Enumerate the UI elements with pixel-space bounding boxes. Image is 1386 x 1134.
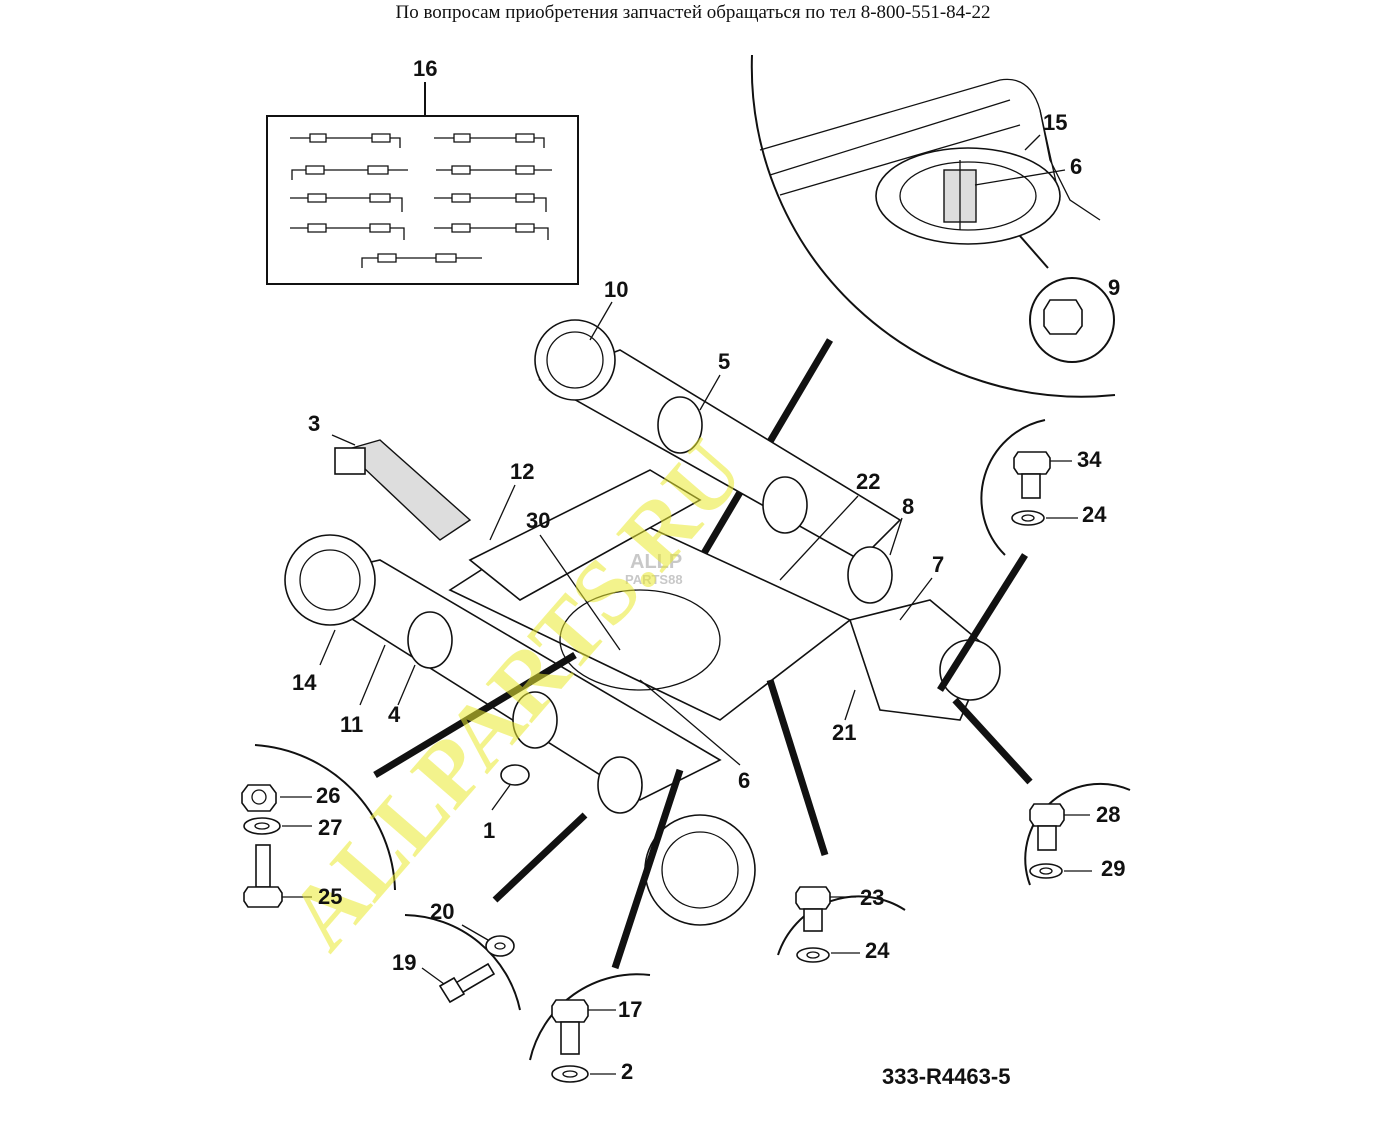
callout-6-detail: 6	[1070, 154, 1082, 179]
callout-8: 8	[902, 494, 914, 519]
callout-labels: 16 15 6 9 10 5 3 34 12 22 8 24 30 7 14 1…	[292, 56, 1125, 1084]
callout-7: 7	[932, 552, 944, 577]
callout-10: 10	[604, 277, 628, 302]
callout-17: 17	[618, 997, 642, 1022]
callout-1: 1	[483, 818, 495, 843]
callout-20: 20	[430, 899, 454, 924]
callout-3: 3	[308, 411, 320, 436]
svg-text:ALLP: ALLP	[630, 551, 682, 573]
callout-16: 16	[413, 56, 437, 81]
callout-2: 2	[621, 1059, 633, 1084]
callout-9: 9	[1108, 275, 1120, 300]
callout-19: 19	[392, 950, 416, 975]
callout-21: 21	[832, 720, 856, 745]
callout-4: 4	[388, 702, 401, 727]
leader-lines	[319, 134, 1066, 811]
detail-connectors	[373, 553, 1033, 970]
detail-circle-26-27-25	[241, 744, 396, 908]
callout-24-top: 24	[1082, 502, 1107, 527]
callout-25: 25	[318, 884, 342, 909]
undercarriage-frame	[284, 319, 1001, 926]
callout-27: 27	[318, 815, 342, 840]
callout-6-main: 6	[738, 768, 750, 793]
callout-30: 30	[526, 508, 550, 533]
svg-text:PARTS88: PARTS88	[625, 572, 683, 587]
callout-29: 29	[1101, 856, 1125, 881]
callout-12: 12	[510, 459, 534, 484]
callout-26: 26	[316, 783, 340, 808]
callout-15: 15	[1043, 110, 1067, 135]
detail-circle-20-19	[404, 914, 521, 1011]
drawing-code: 333-R4463-5	[882, 1064, 1010, 1089]
center-logo: ALLP PARTS88	[625, 551, 683, 587]
detail-circle-17-2	[529, 973, 651, 1083]
callout-24-bottom: 24	[865, 938, 890, 963]
callout-22: 22	[856, 469, 880, 494]
callout-28: 28	[1096, 802, 1120, 827]
callout-5: 5	[718, 349, 730, 374]
hose-kit-box	[266, 82, 579, 285]
detail-circle-34-24	[980, 419, 1078, 556]
callout-14: 14	[292, 670, 317, 695]
callout-34: 34	[1077, 447, 1102, 472]
callout-23: 23	[860, 885, 884, 910]
detail-circle-28-29	[1024, 782, 1131, 886]
detail-circle-23-24	[777, 886, 906, 963]
header-contact-text: По вопросам приобретения запчастей обращ…	[395, 2, 991, 23]
callout-11: 11	[340, 712, 363, 737]
